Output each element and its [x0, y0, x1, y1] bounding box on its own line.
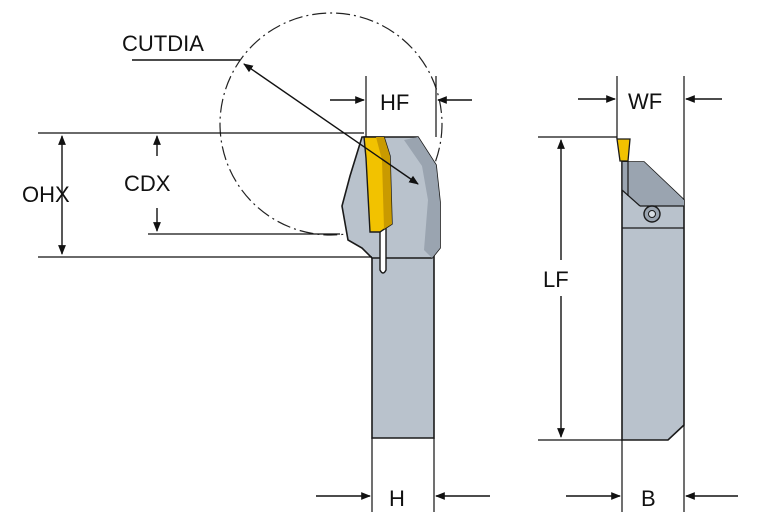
- lf-label: LF: [543, 267, 569, 292]
- wf-label: WF: [628, 89, 662, 114]
- clamp-slot: [379, 227, 387, 274]
- body-corner-line: [621, 189, 641, 207]
- tool-shank-side: [371, 249, 435, 439]
- ohx-label: OHX: [22, 182, 70, 207]
- b-label: B: [641, 486, 656, 511]
- insert-front: [616, 138, 631, 162]
- h-label: H: [389, 486, 405, 511]
- clamp-screw-head: [648, 210, 656, 218]
- tool-body-front-shade: [622, 162, 684, 206]
- hf-label: HF: [380, 90, 409, 115]
- tool-head-shade: [404, 137, 440, 258]
- cdx-label: CDX: [124, 171, 171, 196]
- cutdia-arrow: [243, 63, 419, 185]
- cutting-diameter-circle: [219, 12, 443, 236]
- cutdia-label: CUTDIA: [122, 31, 204, 56]
